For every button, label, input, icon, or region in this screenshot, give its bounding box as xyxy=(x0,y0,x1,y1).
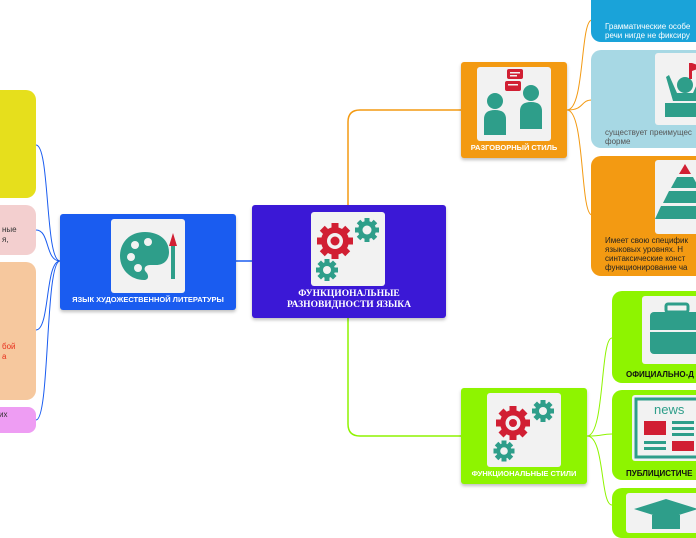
connector-literature-to-yellow xyxy=(35,144,61,262)
yellow-subtopic[interactable] xyxy=(0,90,36,198)
pyramid-icon xyxy=(655,164,696,219)
publicistic-style-label: ПУБЛИЦИСТИЧЕ xyxy=(626,469,693,478)
palette-icon xyxy=(120,232,177,280)
gears-icon xyxy=(316,218,379,281)
publicistic-style-node[interactable]: news ПУБЛИЦИСТИЧЕ xyxy=(612,390,696,480)
connector-literature-to-peach xyxy=(35,260,61,331)
lilac-subtopic-text: их xyxy=(0,410,8,419)
central-topic-node[interactable]: ФУНКЦИОНАЛЬНЫЕ РАЗНОВИДНОСТИ ЯЗЫКА xyxy=(252,205,446,318)
conversational-style-label: РАЗГОВОРНЫЙ СТИЛЬ xyxy=(470,143,558,152)
connector-functional-to-publicistic xyxy=(586,433,613,437)
specific-features-subtopic[interactable]: Имеет свою специфик языковых уровнях. Н … xyxy=(591,156,696,276)
official-business-style-node[interactable]: ОФИЦИАЛЬНО-Д xyxy=(612,291,696,383)
connector-lines xyxy=(35,19,613,506)
connector-central-to-functional xyxy=(347,318,461,437)
connector-conversational-to-specific xyxy=(566,109,593,216)
connector-functional-to-third xyxy=(586,435,613,506)
pink-subtopic-text-2: я, xyxy=(2,235,9,244)
central-icon-card xyxy=(311,212,385,286)
functional-styles-label: ФУНКЦИОНАЛЬНЫЕ СТИЛИ xyxy=(471,469,577,478)
conversational-style-node[interactable]: РАЗГОВОРНЫЙ СТИЛЬ xyxy=(461,62,567,158)
dialogue-people-icon xyxy=(484,69,542,135)
literature-icon-card xyxy=(111,219,185,293)
connector-central-to-conversational xyxy=(347,109,461,205)
central-title-line1: ФУНКЦИОНАЛЬНЫЕ xyxy=(298,289,400,299)
connector-conversational-to-grammar xyxy=(566,19,593,111)
connector-conversational-to-oral xyxy=(566,99,593,111)
official-icon-card xyxy=(642,296,696,364)
oral-form-text-2: форме xyxy=(605,137,631,146)
scientific-style-node[interactable] xyxy=(612,488,696,538)
oral-form-text-1: существует преимущес xyxy=(605,128,692,137)
specific-icon-card xyxy=(655,160,696,234)
central-title-line2: РАЗНОВИДНОСТИ ЯЗЫКА xyxy=(286,300,412,310)
literature-language-label: ЯЗЫК ХУДОЖЕСТВЕННОЙ ЛИТЕРАТУРЫ xyxy=(72,295,224,304)
peach-subtopic-text-2: а xyxy=(2,352,7,361)
conversational-icon-card xyxy=(477,67,551,141)
oral-icon-card xyxy=(655,53,696,125)
peach-subtopic[interactable]: бой а xyxy=(0,262,36,400)
grammar-features-text-2: речи нигде не фиксиру xyxy=(605,31,690,40)
publicistic-icon-card: news xyxy=(632,395,696,461)
specific-features-text-1: Имеет свою специфик xyxy=(605,236,688,245)
newspaper-icon: news xyxy=(634,397,696,459)
functional-styles-node[interactable]: ФУНКЦИОНАЛЬНЫЕ СТИЛИ xyxy=(461,388,587,484)
oral-form-subtopic[interactable]: существует преимущес форме xyxy=(591,50,696,148)
specific-features-text-3: синтаксические конст xyxy=(605,254,686,263)
lilac-subtopic[interactable]: их xyxy=(0,407,36,433)
connector-literature-to-lilac xyxy=(35,260,61,421)
pink-subtopic[interactable]: ные я, xyxy=(0,205,36,255)
peach-subtopic-text-1: бой xyxy=(2,342,16,351)
speaker-icon xyxy=(665,63,696,117)
scientific-icon-card xyxy=(626,493,696,533)
small-gears-icon xyxy=(493,400,554,462)
literature-language-node[interactable]: ЯЗЫК ХУДОЖЕСТВЕННОЙ ЛИТЕРАТУРЫ xyxy=(60,214,236,310)
pink-subtopic-text-1: ные xyxy=(2,225,17,234)
news-word: news xyxy=(654,402,685,417)
briefcase-icon xyxy=(650,302,696,354)
grammar-features-subtopic[interactable]: Грамматические особе речи нигде не фикси… xyxy=(591,0,696,42)
official-business-label: ОФИЦИАЛЬНО-Д xyxy=(626,370,694,379)
specific-features-text-4: функционирование ча xyxy=(605,263,688,272)
grammar-features-text-1: Грамматические особе xyxy=(605,22,691,31)
functional-icon-card xyxy=(487,393,561,467)
graduation-cap-icon xyxy=(634,499,696,529)
specific-features-text-2: языковых уровнях. Н xyxy=(605,245,684,254)
connector-functional-to-official xyxy=(586,337,613,437)
connector-literature-to-pink xyxy=(35,229,61,262)
